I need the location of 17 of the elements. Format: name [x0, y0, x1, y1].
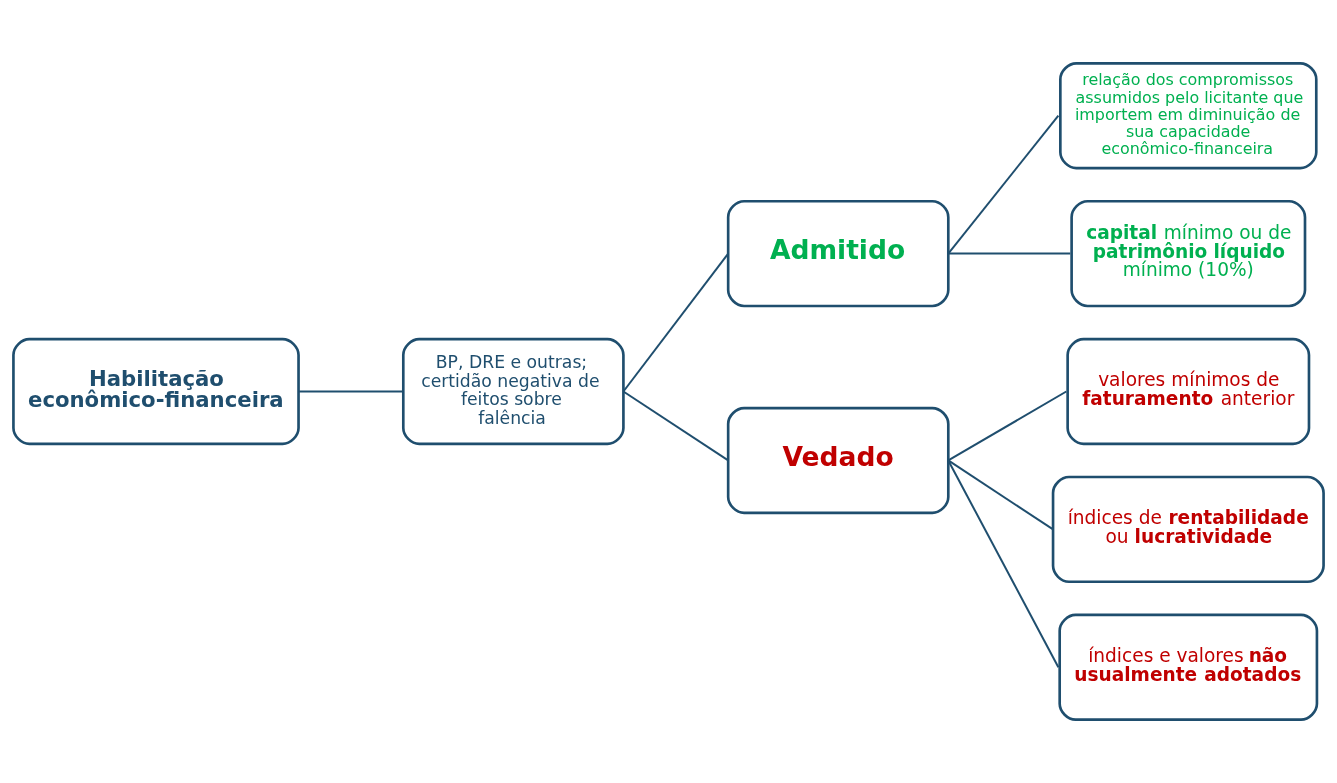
node-box: índices de rentabilidade ou lucratividade	[1051, 475, 1325, 584]
connector	[947, 252, 1072, 255]
connector	[622, 390, 730, 462]
connector	[622, 252, 730, 393]
connector	[947, 114, 1060, 255]
node-box: Vedado	[726, 406, 950, 515]
node-box: valores mínimos de faturamento anterior	[1066, 337, 1311, 446]
connector	[297, 390, 405, 393]
connector	[947, 459, 1055, 531]
node-box: relação dos compromissos assumidos pelo licitante que importem em diminuição de sua capacidade econômico-financeira	[1059, 61, 1318, 170]
node-box: BP, DRE e outras; certidão negativa de feitos sobre falência	[401, 337, 625, 446]
node-box: capital mínimo ou de patrimônio líquido mínimo (10%)	[1070, 199, 1307, 308]
node-box: Habilitação econômico-financeira	[12, 337, 300, 446]
node-box: índices e valores não usualmente adotados	[1058, 613, 1319, 722]
node-box: Admitido	[726, 199, 950, 308]
connector	[947, 459, 1060, 669]
connector	[947, 390, 1068, 462]
